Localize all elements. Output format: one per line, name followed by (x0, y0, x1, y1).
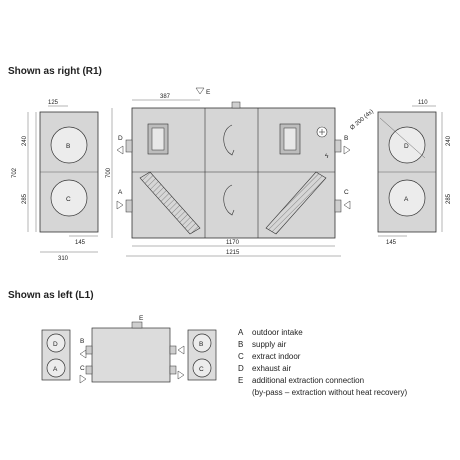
port-circle-d (388, 126, 426, 164)
triangle-marker-icon (177, 345, 185, 355)
l1-side-label-c: C (80, 365, 85, 372)
dim-diameter: Ø 200 (4x) (349, 109, 375, 132)
dim-285-left: 285 (22, 193, 28, 204)
l1-circle-label-c: C (199, 366, 204, 373)
circle-label-d: D (404, 143, 409, 150)
triangle-marker-icon (79, 349, 87, 359)
circle-label-c: C (66, 196, 71, 203)
legend-letter: D (238, 364, 244, 373)
l1-circle-label-d: D (53, 341, 58, 348)
dim-1215: 1215 (226, 250, 240, 256)
port-circle-a (388, 179, 426, 217)
triangle-marker-icon (177, 370, 185, 380)
dim-240-right: 240 (446, 135, 452, 146)
legend-text: (by-pass – extraction without heat recov… (252, 388, 408, 397)
legend-text: additional extraction connection (252, 376, 364, 385)
circle-label-a: A (404, 196, 409, 203)
legend-letter: A (238, 328, 244, 337)
dim-110: 110 (418, 100, 428, 106)
side-view-right: D A Ø 200 (4x) 110 240 285 145 (349, 100, 452, 246)
l1-side-view-right: B C (187, 329, 217, 381)
legend-text: outdoor intake (252, 328, 303, 337)
dim-310: 310 (58, 256, 69, 262)
legend-text: supply air (252, 340, 287, 349)
side-view-left: B C 125 702 240 285 145 310 (12, 100, 99, 262)
triangle-marker-icon (195, 87, 205, 95)
side-label-a: A (118, 189, 123, 196)
dim-240-left: 240 (22, 135, 28, 146)
dim-1170: 1170 (226, 240, 240, 246)
l1-front-view: E B C (79, 315, 185, 384)
dim-285-right: 285 (446, 193, 452, 204)
l1-circle-label-a: A (53, 366, 58, 373)
legend-text: extract indoor (252, 352, 301, 361)
triangle-marker-icon (116, 145, 124, 155)
triangle-marker-icon (116, 200, 124, 210)
heat-exchanger-icon (139, 171, 201, 235)
l1-circle-label-b: B (199, 341, 203, 348)
heat-exchanger-icon (265, 171, 327, 235)
dim-700: 700 (106, 167, 112, 178)
l1-label-e: E (139, 315, 144, 322)
port-circle-c (50, 179, 88, 217)
legend-letter: B (238, 340, 243, 349)
rotation-arrow-icon (223, 124, 235, 156)
side-label-b: B (344, 135, 348, 142)
right-section-title: Shown as right (R1) (8, 66, 102, 77)
dim-702: 702 (12, 167, 18, 178)
fan-icon (279, 123, 301, 155)
top-label-e: E (206, 89, 211, 96)
side-label-d: D (118, 135, 123, 142)
legend: A outdoor intake B supply air C extract … (238, 328, 408, 397)
legend-letter: E (238, 376, 243, 385)
left-section-title: Shown as left (L1) (8, 290, 94, 301)
dim-145-right: 145 (386, 240, 397, 246)
dim-145-left: 145 (75, 240, 86, 246)
triangle-marker-icon (343, 200, 351, 210)
side-label-c: C (344, 189, 349, 196)
legend-text: exhaust air (252, 364, 291, 373)
front-view-main: ϟ D A B C E 387 700 1170 1215 (106, 87, 351, 257)
legend-letter: C (238, 352, 244, 361)
triangle-marker-icon (343, 145, 351, 155)
dim-125: 125 (48, 100, 59, 106)
l1-side-view-left: D A (41, 329, 71, 381)
dim-387: 387 (160, 94, 171, 100)
rotation-arrow-icon (223, 184, 235, 216)
electric-icon: ϟ (325, 153, 329, 160)
fan-icon (147, 123, 169, 155)
port-circle-b (50, 126, 88, 164)
l1-side-label-b: B (80, 338, 84, 345)
triangle-marker-icon (79, 374, 87, 384)
circle-label-b: B (66, 143, 70, 150)
